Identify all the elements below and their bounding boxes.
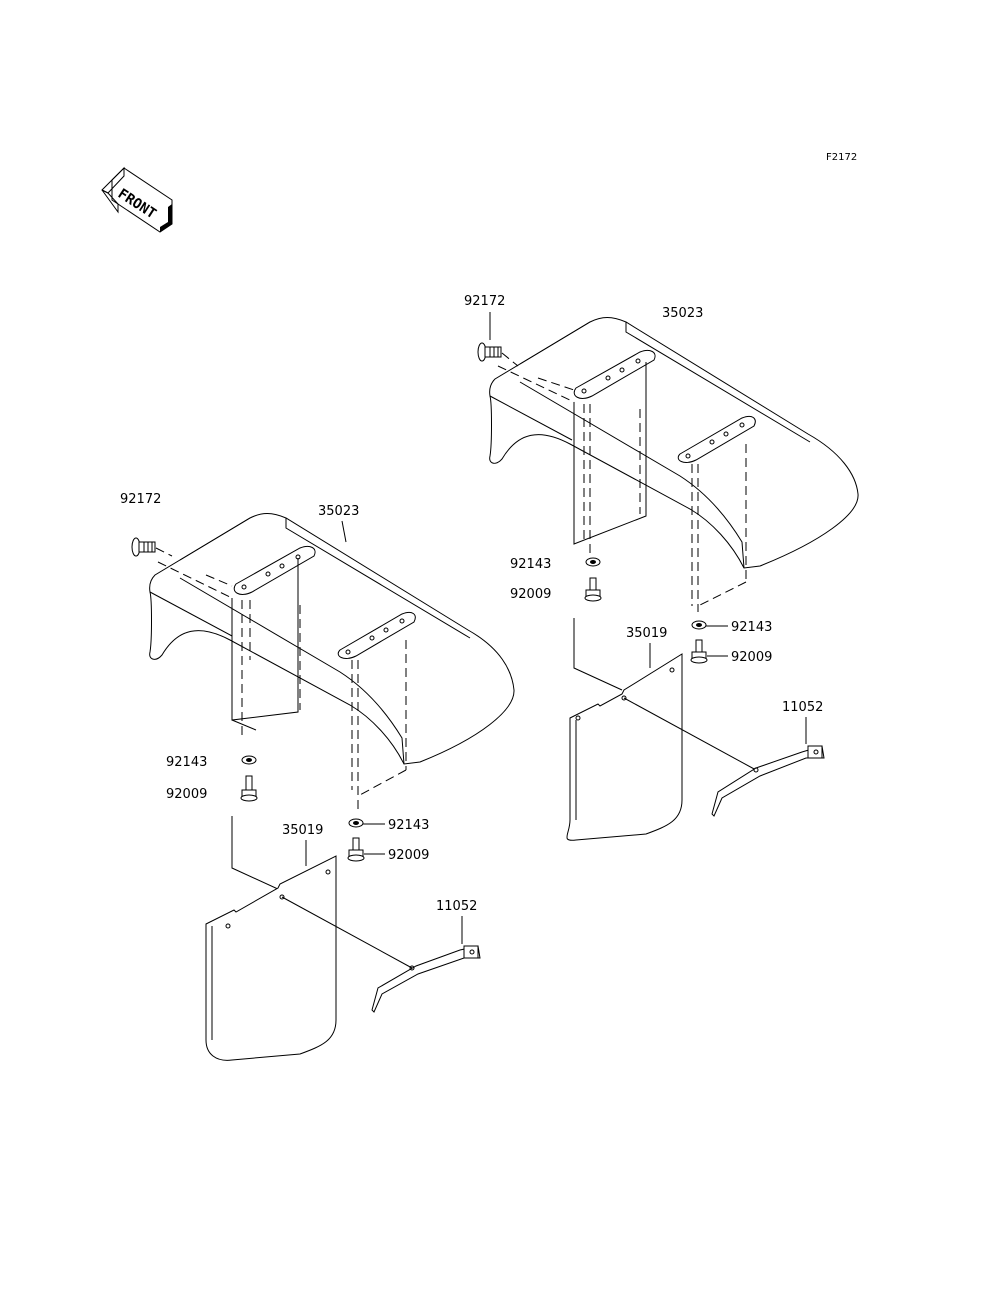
right-screw xyxy=(477,312,519,367)
front-arrow-icon: FRONT xyxy=(101,166,173,233)
right-label-washer-1: 92143 xyxy=(510,557,551,572)
right-washer-2 xyxy=(691,620,707,630)
left-label-washer-2: 92143 xyxy=(388,818,429,833)
right-label-bracket: 11052 xyxy=(782,700,823,715)
left-label-mudflap: 35019 xyxy=(282,823,323,838)
right-label-fender: 35023 xyxy=(662,306,703,321)
right-label-bolt-2: 92009 xyxy=(731,650,772,665)
right-label-screw: 92172 xyxy=(464,294,505,309)
left-label-bolt-2: 92009 xyxy=(388,848,429,863)
left-label-washer-1: 92143 xyxy=(166,755,207,770)
left-assembly: 92172 35023 92143 92009 92143 92009 xyxy=(120,492,515,1061)
left-mud-flap xyxy=(205,855,337,1061)
right-mud-flap xyxy=(566,653,683,841)
left-label-bracket: 11052 xyxy=(436,899,477,914)
right-assembly: 92172 35023 92143 92009 92143 92009 3501… xyxy=(464,294,859,841)
left-bolt-2 xyxy=(347,837,365,862)
left-washer-1 xyxy=(241,755,257,765)
left-bracket xyxy=(371,945,481,1013)
left-washer-2 xyxy=(348,818,364,828)
left-fender xyxy=(149,513,515,810)
left-label-screw: 92172 xyxy=(120,492,161,507)
left-label-fender: 35023 xyxy=(318,504,359,519)
right-bolt-2 xyxy=(690,639,708,664)
right-label-mudflap: 35019 xyxy=(626,626,667,641)
left-label-bolt-1: 92009 xyxy=(166,787,207,802)
left-bolt-1 xyxy=(240,775,258,802)
right-label-washer-2: 92143 xyxy=(731,620,772,635)
right-bracket xyxy=(711,745,825,817)
right-label-bolt-1: 92009 xyxy=(510,587,551,602)
right-washer-1 xyxy=(585,557,601,567)
right-bolt-1 xyxy=(584,577,602,602)
left-screw xyxy=(131,537,173,557)
figure-code: F2172 xyxy=(826,152,857,163)
right-fender xyxy=(489,317,859,612)
